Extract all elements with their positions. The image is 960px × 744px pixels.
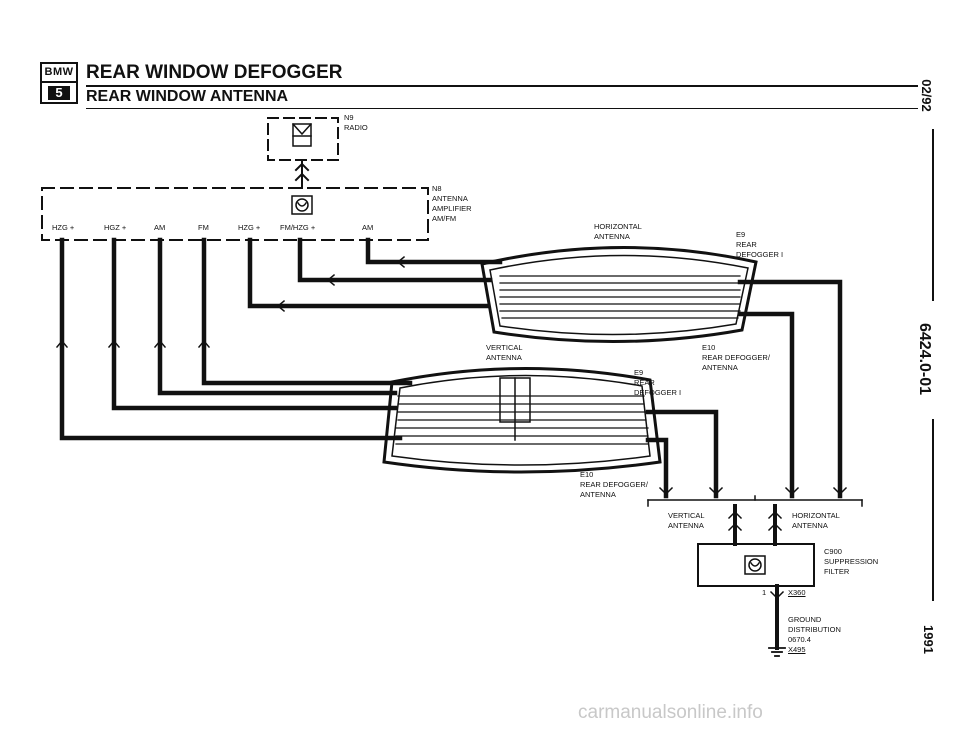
n9-label: N9 RADIO (344, 113, 368, 132)
side-year: 1991 (920, 625, 936, 654)
pin-label-1: HZG + (52, 223, 75, 232)
amplifier-wires (59, 237, 503, 441)
rear-window-upper (480, 245, 758, 343)
bmw-logo: BMW 5 (40, 62, 78, 104)
brand-line2: 5 (48, 86, 70, 100)
defogger-wires (645, 279, 843, 499)
radio-connector (294, 159, 310, 189)
x360-pin-label: 1 (762, 588, 767, 597)
filter-bracket (647, 495, 863, 507)
filter-input-connectors (727, 510, 783, 532)
ground-distribution-label: GROUND DISTRIBUTION 0670.4 X495 (788, 615, 841, 654)
pin-label-2: HGZ + (104, 223, 127, 232)
e10-lower-label: E10 REAR DEFOGGER/ ANTENNA (580, 470, 648, 499)
pin-label-3: AM (154, 223, 166, 232)
side-doc-number: 6424.0-01 (916, 322, 934, 396)
title-rule (86, 85, 918, 87)
pin-label-7: AM (362, 223, 374, 232)
horizontal-antenna-bottom-label: HORIZONTAL ANTENNA (792, 511, 840, 530)
c900-label: C900 SUPPRESSION FILTER (824, 547, 879, 576)
page-title: REAR WINDOW DEFOGGER (86, 62, 343, 83)
ground-symbol-icon (768, 647, 786, 657)
n8-label: N8 ANTENNA AMPLIFIER AM/FM (432, 184, 472, 223)
suppression-filter-box (697, 543, 815, 587)
pin-label-4: FM (198, 223, 209, 232)
amplifier-dashed-box (41, 187, 429, 241)
watermark: carmanualsonline.info (578, 702, 763, 723)
defogger-connector-marks (658, 486, 848, 496)
vertical-antenna-mid-label: VERTICAL ANTENNA (486, 343, 523, 362)
horizontal-antenna-top-label: HORIZONTAL ANTENNA (594, 222, 642, 241)
rear-window-lower (382, 366, 662, 474)
e9-lower-label: E9 REAR DEFOGGER I (634, 368, 682, 397)
wire-connector-marks (55, 255, 406, 349)
x360-label: X360 (788, 588, 806, 597)
pin-label-5: HZG + (238, 223, 261, 232)
page-subtitle: REAR WINDOW ANTENNA (86, 88, 289, 105)
ground-connector (769, 590, 785, 600)
suppression-filter-icon (744, 555, 766, 575)
side-date: 02/92 (918, 79, 934, 112)
subtitle-rule (86, 108, 918, 109)
brand-line1: BMW (42, 64, 76, 83)
vertical-antenna-bottom-label: VERTICAL ANTENNA (668, 511, 705, 530)
radio-icon (291, 122, 313, 147)
filter-input-wires (733, 504, 777, 546)
e9-top-label: E9 REAR DEFOGGER I (736, 230, 784, 259)
e10-mid-label: E10 REAR DEFOGGER/ ANTENNA (702, 343, 770, 372)
amplifier-icon (291, 195, 313, 215)
pin-label-6: FM/HZG + (280, 223, 316, 232)
